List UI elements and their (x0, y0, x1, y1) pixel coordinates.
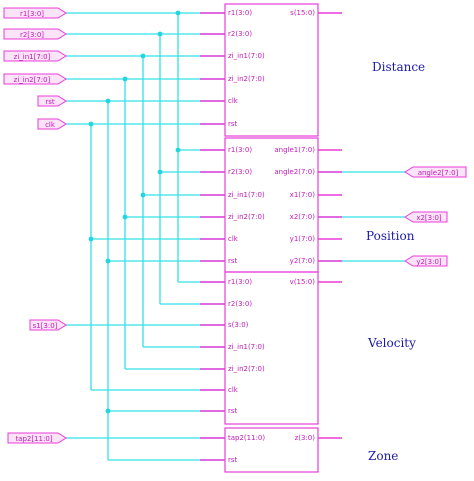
input-port-clk: clk (37, 118, 67, 130)
zone-port-labels: tap2(11:0) rst z(3:0) (228, 434, 315, 464)
velocity-title: Velocity (367, 336, 416, 350)
position-port-y1: y1(7:0) (290, 235, 316, 243)
velocity-port-r1: r1(3:0) (228, 278, 252, 286)
input-port-r2: r2[3:0] (3, 28, 67, 40)
output-ports: angle2[7:0] x2[3:0] y2[3:0] (404, 166, 467, 267)
output-port-y2-label: y2[3:0] (416, 258, 442, 266)
input-port-rst-label: rst (45, 98, 55, 106)
output-port-angle2-label: angle2[7:0] (418, 169, 459, 177)
velocity-port-rst: rst (228, 407, 238, 415)
input-port-zi-in1: zi_in1[7:0] (3, 50, 67, 62)
velocity-port-labels: r1(3:0) r2(3:0) s(3:0) zi_in1(7:0) zi_in… (228, 278, 315, 415)
zone-block (224, 427, 319, 473)
wire-junctions (88, 10, 181, 414)
position-port-rst: rst (228, 257, 238, 265)
position-port-zi-in1: zi_in1(7:0) (228, 191, 265, 199)
input-port-zi-in1-label: zi_in1[7:0] (14, 53, 51, 61)
input-port-r1-label: r1[3:0] (20, 10, 44, 18)
velocity-block (224, 271, 319, 425)
velocity-port-v: v(15:0) (290, 278, 316, 286)
distance-port-labels: r1(3:0) r2(3:0) zi_in1(7:0) zi_in2(7:0) … (228, 9, 315, 128)
input-port-s1: s1[3:0] (29, 319, 67, 331)
block-boxes (224, 3, 319, 473)
input-port-zi-in2: zi_in2[7:0] (3, 73, 67, 85)
position-port-r2: r2(3:0) (228, 168, 252, 176)
distance-title: Distance (372, 60, 425, 74)
velocity-port-r2: r2(3:0) (228, 300, 252, 308)
position-port-angle1: angle1(7:0) (274, 146, 315, 154)
position-port-zi-in2: zi_in2(7:0) (228, 213, 265, 221)
position-port-x2: x2(7:0) (290, 213, 316, 221)
distance-block (224, 3, 319, 137)
velocity-port-clk: clk (228, 386, 239, 394)
zone-port-tap2: tap2(11:0) (228, 434, 265, 442)
input-port-tap2-label: tap2[11:0] (15, 435, 52, 443)
zone-title: Zone (368, 449, 398, 463)
position-port-x1: x1(7:0) (290, 191, 316, 199)
position-port-y2: y2(7:0) (290, 257, 316, 265)
input-port-zi-in2-label: zi_in2[7:0] (14, 76, 51, 84)
position-port-labels: r1(3:0) r2(3:0) zi_in1(7:0) zi_in2(7:0) … (228, 146, 315, 265)
output-port-angle2: angle2[7:0] (404, 166, 467, 178)
block-titles: Distance Position Velocity Zone (366, 60, 425, 463)
distance-port-zi-in1: zi_in1(7:0) (228, 52, 265, 60)
distance-port-zi-in2: zi_in2(7:0) (228, 75, 265, 83)
output-port-y2: y2[3:0] (404, 255, 448, 267)
input-ports: r1[3:0] r2[3:0] zi_in1[7:0] zi_in2[7:0] … (3, 7, 67, 444)
distance-port-r2: r2(3:0) (228, 30, 252, 38)
velocity-port-zi-in2: zi_in2(7:0) (228, 365, 265, 373)
position-port-angle2: angle2(7:0) (274, 168, 315, 176)
position-title: Position (366, 229, 415, 243)
input-port-rst: rst (37, 95, 67, 107)
zone-port-z: z(3:0) (295, 434, 316, 442)
position-block (224, 137, 319, 273)
velocity-port-zi-in1: zi_in1(7:0) (228, 343, 265, 351)
input-port-r1: r1[3:0] (3, 7, 67, 19)
position-port-clk: clk (228, 235, 239, 243)
input-port-tap2: tap2[11:0] (7, 432, 67, 444)
position-port-r1: r1(3:0) (228, 146, 252, 154)
zone-port-rst: rst (228, 456, 238, 464)
input-port-r2-label: r2[3:0] (20, 31, 44, 39)
input-port-s1-label: s1[3:0] (33, 322, 58, 330)
output-port-x2: x2[3:0] (404, 211, 448, 223)
distance-port-clk: clk (228, 97, 239, 105)
distance-port-rst: rst (228, 120, 238, 128)
distance-port-r1: r1(3:0) (228, 9, 252, 17)
velocity-port-s: s(3:0) (228, 321, 249, 329)
input-port-clk-label: clk (45, 121, 56, 129)
output-port-x2-label: x2[3:0] (416, 214, 442, 222)
distance-port-s: s(15:0) (290, 9, 315, 17)
pin-stubs (200, 12, 342, 461)
